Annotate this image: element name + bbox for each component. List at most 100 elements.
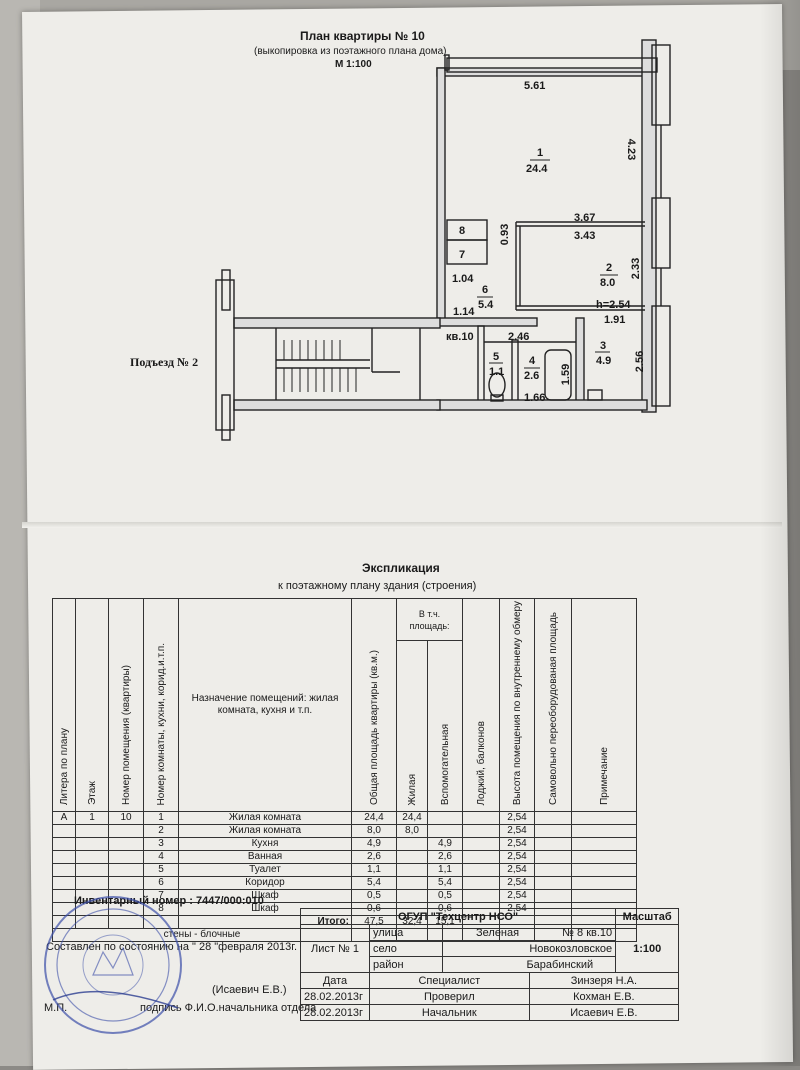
room-number: 6 [481, 284, 489, 296]
cell-aux [427, 824, 463, 839]
cell-total: 0,5 [351, 889, 397, 904]
check-date: 28.02.2013г [300, 988, 370, 1005]
cell-name: Коридор [178, 876, 352, 891]
room-number: 2 [605, 262, 613, 274]
cell-living [396, 837, 428, 852]
dim-label: 2.46 [508, 331, 530, 343]
cell-aux: 4,9 [427, 837, 463, 852]
cell-apt [108, 863, 144, 878]
specialist-name: Зинзеря Н.А. [528, 972, 680, 989]
cell-empty [462, 824, 500, 839]
col-header: Самовольно переоборудованая площадь [534, 597, 572, 813]
room-number: 7 [458, 249, 466, 261]
plan-scale: М 1:100 [335, 59, 372, 70]
dim-label: 5.61 [524, 80, 546, 92]
cell-h: 2,54 [499, 850, 535, 865]
cell-empty [534, 811, 572, 826]
cell-empty [534, 850, 572, 865]
cell-litera [52, 876, 76, 891]
cell-room: 4 [143, 850, 179, 865]
col-header: Этаж [75, 597, 109, 813]
room-area: 5.4 [478, 299, 494, 311]
scale-label: Масштаб [615, 908, 680, 925]
cell-name: Жилая комната [178, 811, 352, 826]
cell-empty [462, 850, 500, 865]
cell-aux [427, 811, 463, 826]
cell-empty [462, 876, 500, 891]
dim-label: 2.33 [630, 257, 643, 280]
cell-aux: 2,6 [427, 850, 463, 865]
cell-apt [108, 850, 144, 865]
cell-total: 24,4 [351, 811, 397, 826]
official-seal [44, 896, 182, 1034]
room-number: 8 [458, 225, 466, 237]
sheet-number: Лист № 1 [300, 924, 370, 973]
cell-total: 1,1 [351, 863, 397, 878]
plan-subtitle: (выкопировка из поэтажного плана дома) [254, 46, 447, 57]
cell-litera [52, 824, 76, 839]
cell-empty [534, 876, 572, 891]
cell-room: 6 [143, 876, 179, 891]
cell-aux: 5,4 [427, 876, 463, 891]
cell-empty [462, 811, 500, 826]
cell-total: 2,6 [351, 850, 397, 865]
chief-label: Начальник [369, 1004, 530, 1021]
cell-h: 2,54 [499, 876, 535, 891]
cell-name: Кухня [178, 837, 352, 852]
cell-floor [75, 876, 109, 891]
signer-name: (Исаевич Е.В.) [212, 984, 287, 996]
cell-floor [75, 824, 109, 839]
dim-label: 1.04 [452, 273, 474, 285]
cell-living [396, 863, 428, 878]
cell-empty [571, 863, 637, 878]
dim-label: 3.43 [574, 230, 596, 242]
cell-empty [571, 837, 637, 852]
cell-total: 5,4 [351, 876, 397, 891]
cell-floor [75, 837, 109, 852]
cell-litera [52, 863, 76, 878]
cell-apt [108, 824, 144, 839]
floor-plan: План квартиры № 10 (выкопировка из поэта… [0, 0, 800, 480]
cell-empty [571, 811, 637, 826]
chief-name: Исаевич Е.В. [528, 1004, 680, 1021]
cell-floor: 1 [75, 811, 109, 826]
cell-floor [75, 863, 109, 878]
cell-living [396, 889, 428, 904]
scale-value: 1:100 [615, 924, 680, 973]
cell-name: Жилая комната [178, 824, 352, 839]
cell-h: 2,54 [499, 811, 535, 826]
plan-drawing [215, 39, 671, 441]
org-name: ОГУП "Техцентр НСО" [299, 908, 617, 925]
cell-empty [462, 889, 500, 904]
cell-apt [108, 876, 144, 891]
cell-empty [534, 824, 572, 839]
col-header: Вспомогательная [427, 640, 463, 813]
mp-label: М.П. [44, 1002, 68, 1014]
cell-room: 1 [143, 811, 179, 826]
cell-empty [571, 889, 637, 904]
col-header: Жилая [396, 640, 428, 813]
col-header: Номер комнаты, кухни, корид.и.т.п. [143, 597, 179, 813]
cell-living: 24,4 [396, 811, 428, 826]
cell-room: 3 [143, 837, 179, 852]
cell-litera [52, 837, 76, 852]
checked-name: Кохман Е.В. [528, 988, 680, 1005]
specialist-label: Специалист [369, 972, 530, 989]
col-header: В т.ч. площадь: [396, 597, 463, 642]
col-header: Назначение помещений: жилая комната, кух… [178, 597, 352, 813]
checked-label: Проверил [369, 988, 530, 1005]
cell-room: 5 [143, 863, 179, 878]
cell-empty [462, 837, 500, 852]
col-header: Литера по плану [52, 597, 76, 813]
dim-label: 1.91 [604, 314, 626, 326]
cell-h: 2,54 [499, 863, 535, 878]
cell-floor [75, 850, 109, 865]
signature-caption: подпись Ф.И.О.начальника отдела [140, 1002, 317, 1014]
cell-empty [534, 889, 572, 904]
cell-litera [52, 850, 76, 865]
